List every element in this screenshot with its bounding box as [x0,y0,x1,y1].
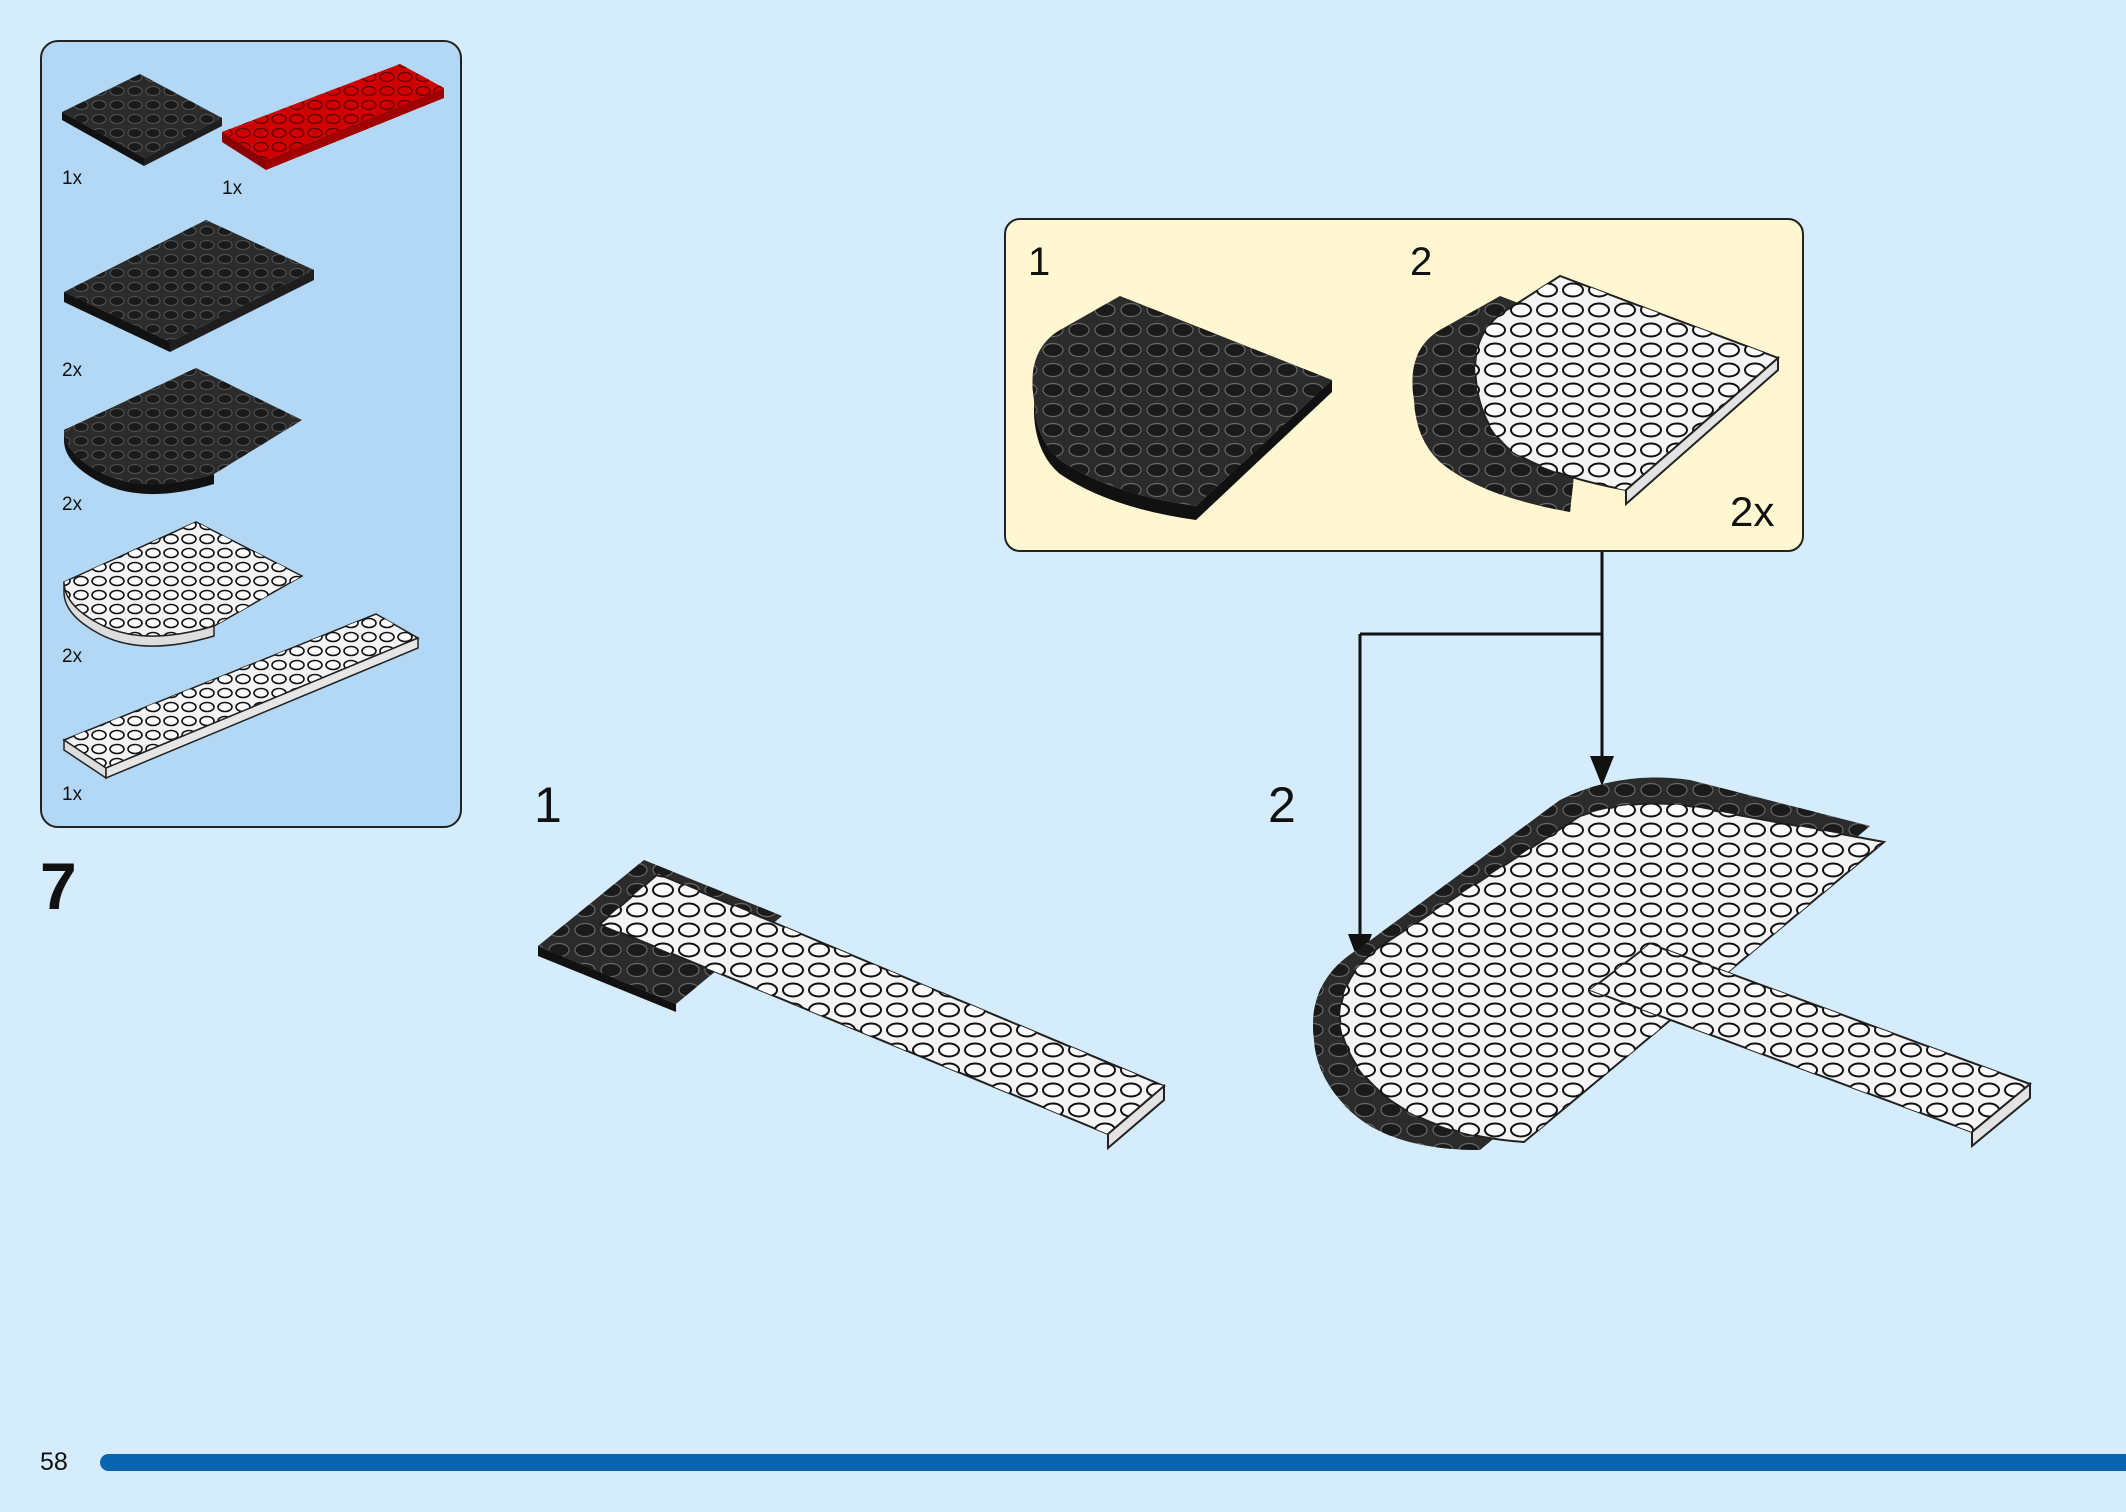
part-qty-label: 1x [62,168,83,189]
part-qty-label: 1x [62,784,83,805]
page-number: 58 [40,1448,68,1476]
part-qty-label: 1x [222,178,243,199]
part-qty-label: 2x [62,646,83,667]
callout-multiplier: 2x [1730,488,1775,535]
callout-substep-2-number: 2 [1410,240,1433,284]
substep-1-number: 1 [534,777,562,833]
page-progress-bar [100,1454,2126,1471]
substep-2-number: 2 [1268,777,1296,833]
part-qty-label: 2x [62,494,83,515]
part-qty-label: 2x [62,360,83,381]
callout-substep-1-number: 1 [1028,240,1051,284]
step-number: 7 [40,849,77,923]
